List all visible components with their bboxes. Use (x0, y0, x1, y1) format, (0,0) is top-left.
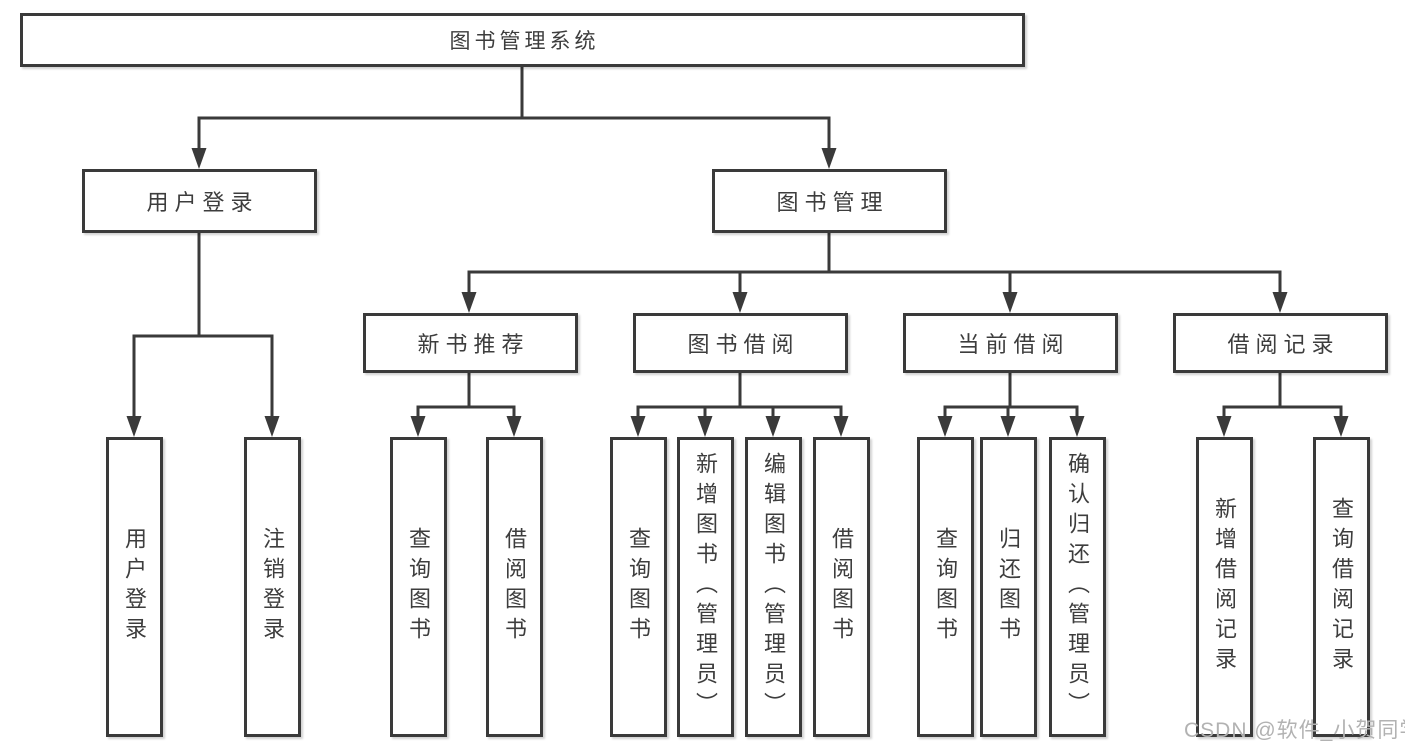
leaf-query-books-borrow: 查询图书 (610, 437, 667, 737)
leaf-add-borrow-record: 新增借阅记录 (1196, 437, 1253, 737)
arrow-icon (410, 416, 426, 437)
connector-user-login (132, 231, 274, 422)
arrow-icon (630, 416, 646, 437)
arrow-icon (1000, 416, 1016, 437)
leaf-confirm-return-admin: 确认归还（管理员） (1049, 437, 1106, 737)
arrow-icon (1272, 292, 1288, 313)
connector-root (197, 65, 831, 154)
leaf-borrow-books: 借阅图书 (813, 437, 870, 737)
arrow-icon (1333, 416, 1349, 437)
leaf-query-borrow-record: 查询借阅记录 (1313, 437, 1370, 737)
leaf-add-books-admin: 新增图书（管理员） (677, 437, 734, 737)
connector-borrow-records (1222, 371, 1343, 422)
leaf-return-books: 归还图书 (980, 437, 1037, 737)
leaf-user-login: 用户登录 (106, 437, 163, 737)
connector-new-book-recommend (416, 371, 516, 422)
node-book-management: 图书管理 (712, 169, 947, 233)
arrow-icon (765, 416, 781, 437)
node-current-borrow: 当前借阅 (903, 313, 1118, 373)
node-user-login: 用户登录 (82, 169, 317, 233)
node-book-borrow: 图书借阅 (633, 313, 848, 373)
arrow-icon (506, 416, 522, 437)
csdn-watermark: CSDN @软件_小贺同学 (1184, 719, 1405, 742)
node-borrow-records: 借阅记录 (1173, 313, 1388, 373)
arrowheads (126, 148, 1349, 437)
arrow-icon (937, 416, 953, 437)
arrow-icon (732, 292, 748, 313)
leaf-query-books-current: 查询图书 (917, 437, 974, 737)
arrow-icon (191, 148, 207, 169)
arrow-icon (1069, 416, 1085, 437)
node-new-book-recommend: 新书推荐 (363, 313, 578, 373)
leaf-edit-books-admin: 编辑图书（管理员） (745, 437, 802, 737)
arrow-icon (1002, 292, 1018, 313)
leaf-borrow-books-recommend: 借阅图书 (486, 437, 543, 737)
arrow-icon (126, 416, 142, 437)
arrow-icon (264, 416, 280, 437)
leaf-logout: 注销登录 (244, 437, 301, 737)
connector-current-borrow (943, 371, 1079, 422)
arrow-icon (461, 292, 477, 313)
arrow-icon (821, 148, 837, 169)
arrow-icon (697, 416, 713, 437)
node-library-system: 图书管理系统 (20, 13, 1025, 67)
leaf-query-books-recommend: 查询图书 (390, 437, 447, 737)
arrow-icon (1216, 416, 1232, 437)
arrow-icon (833, 416, 849, 437)
connector-book-borrow (636, 371, 843, 422)
connector-book-management (467, 231, 1282, 298)
